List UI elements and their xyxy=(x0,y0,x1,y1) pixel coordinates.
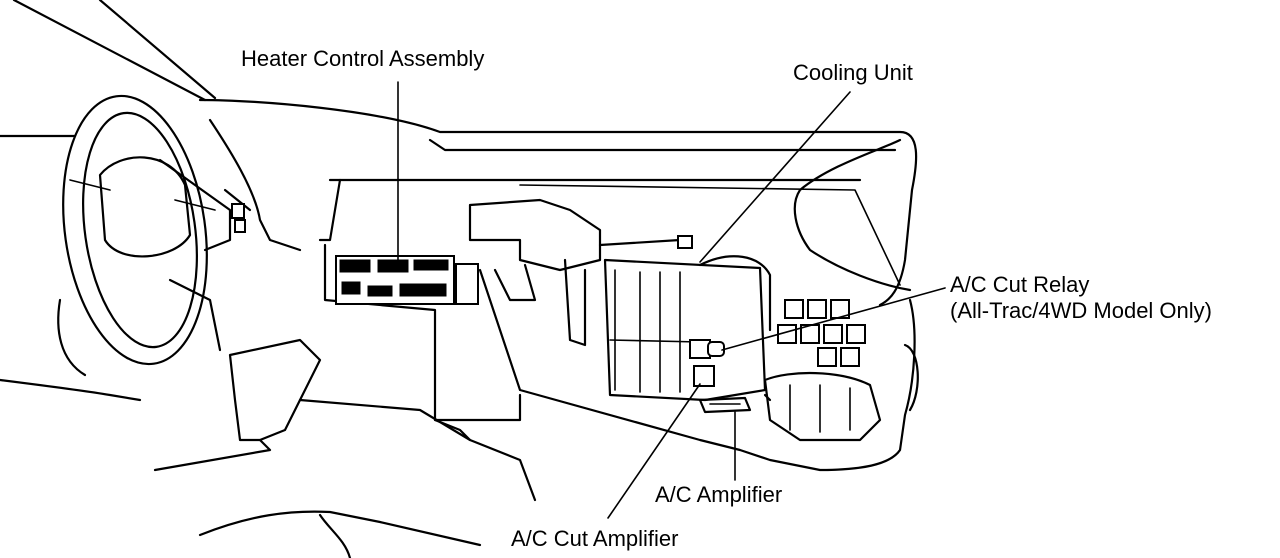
steering-wheel xyxy=(62,94,252,366)
ac-cut-relay-note: (All-Trac/4WD Model Only) xyxy=(950,298,1212,323)
leader-cooling-unit xyxy=(699,91,851,263)
leader-ac-cut-relay xyxy=(721,287,946,351)
ac-cut-amplifier-part xyxy=(693,365,715,387)
leader-ac-cut-amplifier xyxy=(607,383,701,519)
dashboard-outline xyxy=(198,98,918,472)
ac-amplifier-part xyxy=(698,396,752,414)
windshield-lines xyxy=(0,0,217,138)
centre-ducting xyxy=(468,198,693,347)
cooling-unit-label: Cooling Unit xyxy=(793,60,913,85)
right-vent-grid xyxy=(763,299,919,442)
cooling-unit xyxy=(603,255,772,402)
ac-components xyxy=(689,339,772,414)
dash-switch xyxy=(231,203,246,233)
leader-lines xyxy=(397,81,946,519)
ac-amplifier-label: A/C Amplifier xyxy=(655,482,783,507)
lower-cabin xyxy=(0,278,537,558)
ac-cut-relay-label: A/C Cut Relay xyxy=(950,272,1090,297)
heater-control-assembly-label: Heater Control Assembly xyxy=(241,46,485,71)
heater-control-panel xyxy=(335,255,479,305)
ac-cut-amplifier-label: A/C Cut Amplifier xyxy=(511,526,679,551)
